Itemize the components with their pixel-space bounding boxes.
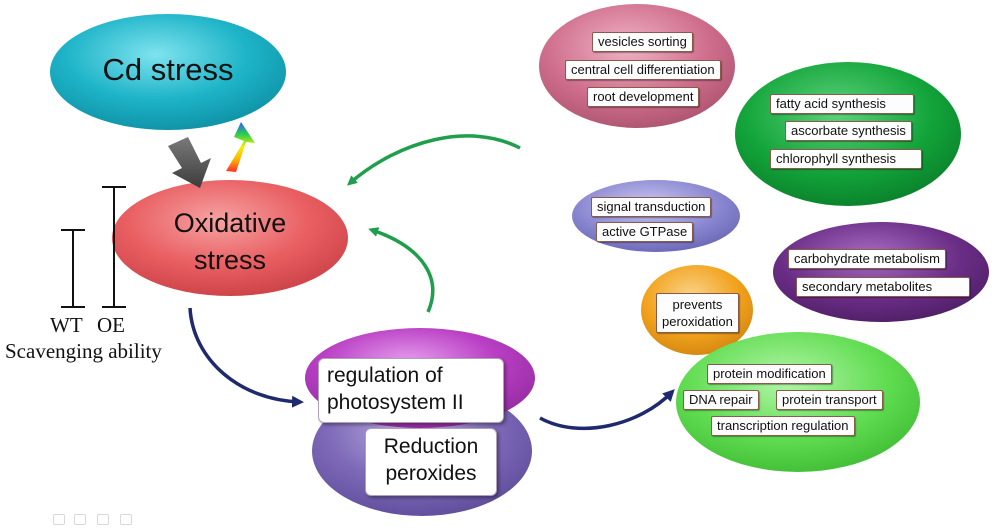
label-root-development: root development <box>587 87 700 107</box>
menu-icon[interactable] <box>97 514 109 525</box>
wt-label: WT <box>50 313 83 337</box>
label-dna-repair: DNA repair <box>683 390 759 410</box>
oxidative-stress-label-1: Oxidative <box>173 208 287 238</box>
rainbow-up-arrow <box>226 122 255 172</box>
oxidative-stress-label-2: stress <box>193 245 266 275</box>
label-prevents: prevents <box>672 297 723 312</box>
pen-icon[interactable] <box>74 514 86 525</box>
label-protein-transport: protein transport <box>776 390 883 410</box>
reduction-peroxides-line2: peroxides <box>385 462 477 485</box>
purple-cluster <box>773 222 989 322</box>
label-active-gtpase: active GTPase <box>596 222 694 242</box>
label-chlorophyll-synthesis: chlorophyll synthesis <box>770 149 922 169</box>
navy-arrow-left <box>188 307 304 408</box>
label-prevents-peroxidation: prevents peroxidation <box>656 293 739 333</box>
regulation-photosystem-line2: photosystem II <box>327 391 464 414</box>
green-arrow-mid <box>368 227 435 313</box>
regulation-photosystem-line1: regulation of <box>327 364 443 387</box>
prev-slide-icon[interactable] <box>53 514 65 525</box>
green-arrow-top <box>346 134 521 186</box>
label-central-cell-differentiation: central cell differentiation <box>565 60 721 80</box>
next-slide-icon[interactable] <box>120 514 132 525</box>
scavenging-ability-label: Scavenging ability <box>5 339 162 363</box>
label-signal-transduction: signal transduction <box>591 197 712 217</box>
label-protein-modification: protein modification <box>707 364 832 384</box>
reduction-peroxides-box: Reduction peroxides <box>365 428 497 496</box>
gray-down-arrow <box>168 137 211 188</box>
navy-arrow-right <box>539 389 675 431</box>
wt-bar <box>61 229 85 308</box>
oe-bar <box>102 186 126 308</box>
regulation-photosystem-box: regulation of photosystem II <box>318 358 504 423</box>
reduction-peroxides-line1: Reduction <box>383 435 479 458</box>
cd-stress-label: Cd stress <box>102 52 234 87</box>
label-ascorbate-synthesis: ascorbate synthesis <box>785 121 912 141</box>
label-vesicles-sorting: vesicles sorting <box>592 32 693 52</box>
label-secondary-metabolites: secondary metabolites <box>796 277 970 297</box>
oxidative-stress-node <box>112 180 348 296</box>
label-transcription-regulation: transcription regulation <box>711 416 855 436</box>
label-peroxidation: peroxidation <box>662 314 733 329</box>
label-fatty-acid-synthesis: fatty acid synthesis <box>770 94 914 114</box>
cd-stress-node <box>50 14 286 130</box>
oe-label: OE <box>97 313 125 337</box>
label-carbohydrate-metabolism: carbohydrate metabolism <box>788 249 946 269</box>
